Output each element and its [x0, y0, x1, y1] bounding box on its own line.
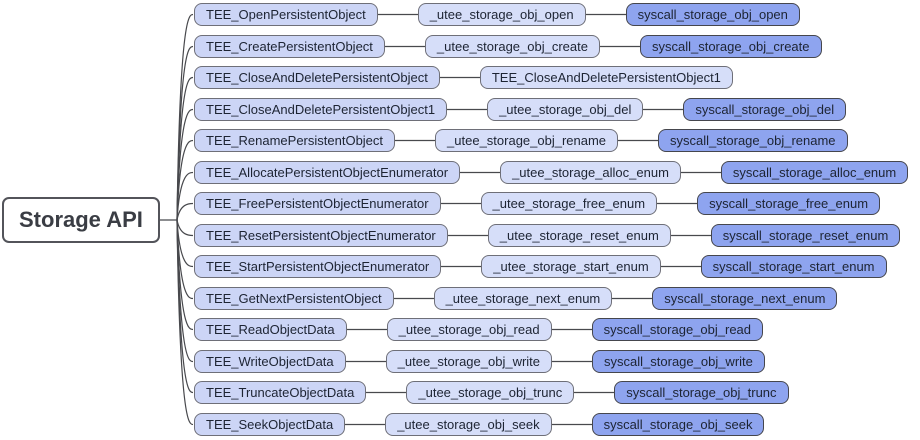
- mindmap-node[interactable]: syscall_storage_reset_enum: [710, 223, 901, 247]
- mindmap-row: TEE_CreatePersistentObject _utee_storage_…: [194, 34, 822, 58]
- mindmap-node[interactable]: syscall_storage_obj_seek: [591, 412, 765, 436]
- mindmap-row: TEE_SeekObjectData _utee_storage_obj_seek…: [194, 412, 765, 436]
- mindmap-node[interactable]: TEE_CloseAndDeletePersistentObject: [194, 66, 440, 89]
- mindmap-node[interactable]: _utee_storage_reset_enum: [487, 223, 671, 247]
- mindmap-node[interactable]: TEE_OpenPersistentObject: [194, 3, 378, 26]
- mindmap-row: TEE_StartPersistentObjectEnumerator _utee…: [194, 255, 887, 278]
- mindmap-node[interactable]: syscall_storage_alloc_enum: [720, 160, 909, 184]
- mindmap-node[interactable]: TEE_CloseAndDeletePersistentObject1: [479, 66, 733, 89]
- mindmap-node[interactable]: TEE_CreatePersistentObject: [194, 34, 385, 58]
- mindmap-node[interactable]: TEE_ResetPersistentObjectEnumerator: [194, 223, 448, 247]
- mindmap-node[interactable]: _utee_storage_obj_create: [424, 34, 600, 58]
- mindmap-node[interactable]: _utee_storage_obj_seek: [385, 412, 552, 436]
- mindmap-node[interactable]: _utee_storage_alloc_enum: [500, 160, 681, 184]
- mindmap-node[interactable]: _utee_storage_obj_del: [487, 97, 644, 121]
- mindmap-node[interactable]: syscall_storage_obj_write: [592, 349, 765, 373]
- mindmap-node[interactable]: _utee_storage_obj_trunc: [406, 381, 575, 404]
- mindmap-node[interactable]: TEE_SeekObjectData: [194, 412, 346, 436]
- mindmap-node[interactable]: TEE_WriteObjectData: [194, 349, 346, 373]
- mindmap-row: TEE_RenamePersistentObject _utee_storage_…: [194, 129, 848, 152]
- mindmap-node[interactable]: syscall_storage_obj_read: [591, 318, 764, 341]
- mindmap-row: TEE_CloseAndDeletePersistentObject1 _utee…: [194, 97, 847, 121]
- mindmap-row: TEE_ReadObjectData _utee_storage_obj_read…: [194, 318, 764, 341]
- mindmap-row: TEE_AllocatePersistentObjectEnumerator _u…: [194, 160, 909, 184]
- mindmap-node[interactable]: syscall_storage_obj_open: [625, 3, 800, 26]
- mindmap-node[interactable]: syscall_storage_free_enum: [697, 192, 881, 215]
- mindmap-node[interactable]: TEE_TruncateObjectData: [194, 381, 367, 404]
- mindmap-node[interactable]: TEE_RenamePersistentObject: [194, 129, 396, 152]
- mindmap-node[interactable]: syscall_storage_start_enum: [700, 255, 887, 278]
- mindmap-node[interactable]: _utee_storage_obj_read: [386, 318, 552, 341]
- mindmap-node[interactable]: TEE_FreePersistentObjectEnumerator: [194, 192, 441, 215]
- mindmap-row: TEE_ResetPersistentObjectEnumerator _utee…: [194, 223, 901, 247]
- mindmap-node[interactable]: _utee_storage_free_enum: [480, 192, 658, 215]
- mindmap-node[interactable]: TEE_ReadObjectData: [194, 318, 347, 341]
- mindmap-node[interactable]: syscall_storage_obj_trunc: [614, 381, 789, 404]
- mindmap-node[interactable]: _utee_storage_obj_rename: [435, 129, 619, 152]
- mindmap-row: TEE_FreePersistentObjectEnumerator _utee_…: [194, 192, 881, 215]
- mindmap-node[interactable]: syscall_storage_next_enum: [652, 286, 838, 310]
- mindmap-row: TEE_GetNextPersistentObject _utee_storage…: [194, 286, 838, 310]
- mindmap-node[interactable]: syscall_storage_obj_create: [639, 34, 822, 58]
- mindmap-node[interactable]: syscall_storage_obj_del: [683, 97, 847, 121]
- mindmap-node[interactable]: TEE_GetNextPersistentObject: [194, 286, 394, 310]
- mindmap-node[interactable]: _utee_storage_next_enum: [433, 286, 613, 310]
- mindmap-row: TEE_OpenPersistentObject _utee_storage_ob…: [194, 3, 800, 26]
- mindmap-row: TEE_WriteObjectData _utee_storage_obj_wri…: [194, 349, 765, 373]
- mindmap-node[interactable]: _utee_storage_obj_open: [417, 3, 586, 26]
- mindmap-node[interactable]: TEE_AllocatePersistentObjectEnumerator: [194, 160, 461, 184]
- mindmap-row: TEE_TruncateObjectData _utee_storage_obj_…: [194, 381, 789, 404]
- root-node[interactable]: Storage API: [2, 197, 160, 243]
- mindmap-node[interactable]: syscall_storage_obj_rename: [658, 129, 848, 152]
- mindmap-node[interactable]: _utee_storage_start_enum: [481, 255, 661, 278]
- mindmap-row: TEE_CloseAndDeletePersistentObject TEE_Cl…: [194, 66, 733, 89]
- mindmap-node[interactable]: TEE_CloseAndDeletePersistentObject1: [194, 97, 448, 121]
- mindmap-node[interactable]: _utee_storage_obj_write: [385, 349, 553, 373]
- mindmap-node[interactable]: TEE_StartPersistentObjectEnumerator: [194, 255, 442, 278]
